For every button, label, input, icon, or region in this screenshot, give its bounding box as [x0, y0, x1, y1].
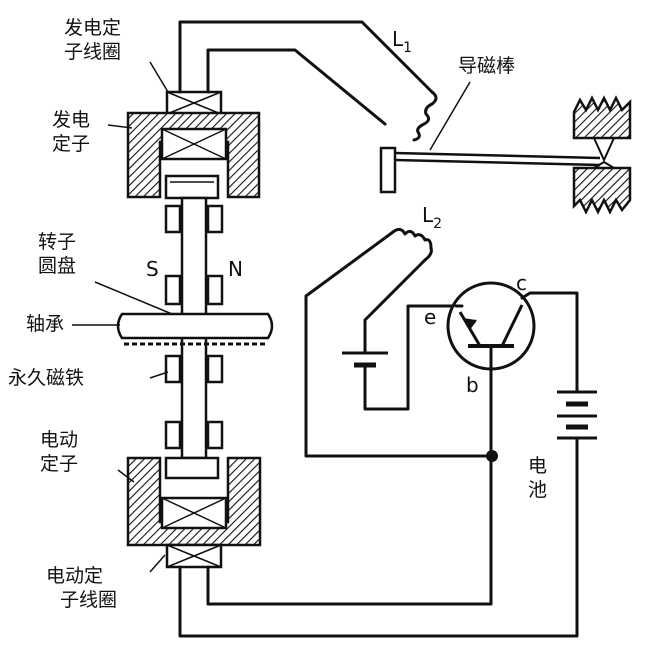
label-gen-stator-line1: 发电 [52, 109, 90, 131]
label-pole-s: S [146, 257, 159, 281]
coil-l1 [412, 90, 438, 142]
label-coil-l1: L1 [392, 27, 412, 56]
label-base: b [466, 373, 479, 397]
label-collector: c [516, 271, 527, 295]
label-rotor-line2: 圆盘 [38, 255, 76, 277]
junction-dot [486, 450, 498, 462]
label-gen-stator-line2: 定子 [52, 133, 90, 155]
label-motor-coil-line1: 电动定 [46, 565, 103, 587]
wire-l2-inner [363, 258, 427, 355]
label-motor-stator-line1: 电动 [40, 429, 78, 451]
label-motor-stator-line2: 定子 [40, 453, 78, 475]
leader-lines [72, 61, 471, 573]
generator-inner-coil [160, 127, 228, 161]
label-magnet: 永久磁铁 [8, 367, 84, 389]
magnetic-rod [379, 146, 601, 194]
transistor [446, 281, 536, 371]
generator-pole-block [164, 174, 220, 200]
motor-stator-coil [165, 543, 223, 569]
label-gen-coil-line1: 发电定 [64, 17, 121, 39]
pivot-clamp [572, 95, 632, 215]
wire-l1-outer [178, 20, 434, 94]
label-emitter: e [424, 305, 436, 329]
motor-inner-coil [160, 496, 228, 530]
label-coil-l2: L2 [422, 203, 442, 232]
generator-stator-coil [165, 90, 223, 116]
bias-battery [342, 351, 388, 368]
wire-collector [520, 291, 579, 394]
coil-l2 [391, 227, 433, 262]
label-gen-coil-line2: 子线圈 [64, 41, 121, 63]
label-magnetic-rod: 导磁棒 [458, 55, 515, 77]
wire-bias [363, 304, 458, 411]
wire-base [206, 367, 493, 606]
label-battery-line2: 池 [528, 479, 547, 501]
permanent-magnet [164, 204, 224, 450]
label-rotor-line1: 转子 [38, 231, 76, 253]
wire-battery-return [178, 436, 579, 638]
label-battery-line1: 电 [528, 455, 547, 477]
main-battery [557, 390, 597, 440]
label-motor-coil-line2: 子线圈 [60, 589, 117, 611]
wire-l1-inner [206, 48, 387, 126]
wire-l2-outer [304, 230, 494, 458]
bearing [116, 312, 274, 346]
label-pole-n: N [228, 257, 243, 281]
motor-pole-block [164, 456, 220, 480]
label-bearing: 轴承 [26, 313, 64, 335]
